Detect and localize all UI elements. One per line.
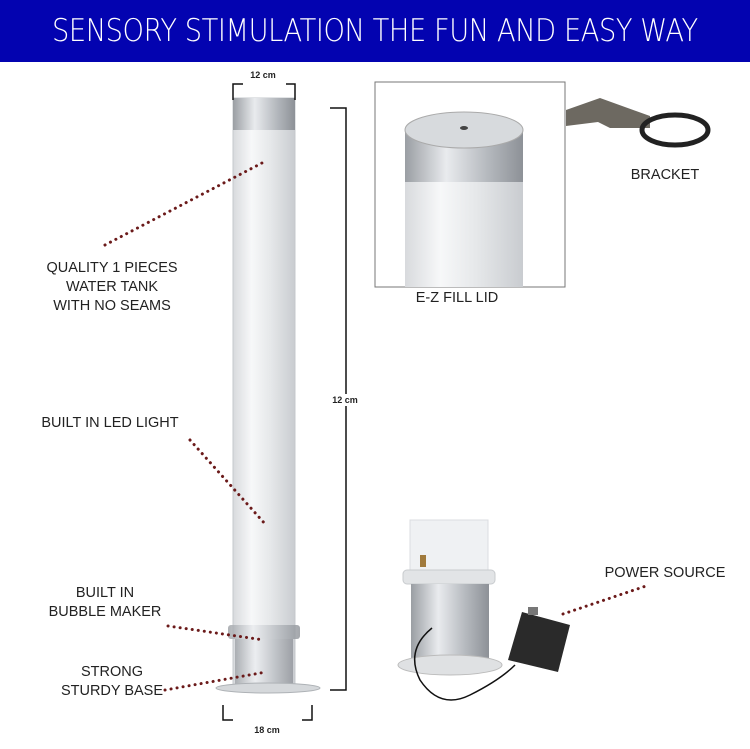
- callout-line: BUBBLE MAKER: [48, 604, 162, 620]
- callout-sturdy-base: STRONG STURDY BASE: [61, 663, 163, 701]
- callout-line: BUILT IN: [75, 585, 135, 601]
- callout-line: STRONG: [80, 664, 144, 680]
- callout-dots: [103, 161, 648, 692]
- callout-line: STURDY BASE: [60, 683, 164, 699]
- bubble-tube: [215, 97, 321, 694]
- bracket-image: [566, 98, 711, 148]
- callout-line: QUALITY 1 PIECES: [46, 260, 178, 276]
- power-adapter: [508, 607, 570, 672]
- callout-bubble-maker: BUILT IN BUBBLE MAKER: [49, 584, 162, 622]
- callout-line: WITH NO SEAMS: [53, 298, 171, 314]
- base-detail: [397, 519, 570, 701]
- callout-led-light: BUILT IN LED LIGHT: [41, 415, 179, 431]
- base-width-label: 18 cm: [254, 725, 280, 735]
- callout-power-source: POWER SOURCE: [604, 565, 726, 581]
- lid-detail: [374, 81, 566, 288]
- callout-lid: E-Z FILL LID: [415, 290, 499, 306]
- page-title: SENSORY STIMULATION THE FUN AND EASY WAY: [52, 13, 698, 49]
- callout-water-tank: QUALITY 1 PIECES WATER TANK WITH NO SEAM…: [46, 259, 177, 316]
- callout-bracket: BRACKET: [630, 167, 700, 183]
- header-banner: SENSORY STIMULATION THE FUN AND EASY WAY: [0, 0, 750, 62]
- top-width-label: 12 cm: [250, 70, 276, 80]
- height-label: 12 cm: [332, 394, 358, 406]
- callout-line: WATER TANK: [65, 279, 159, 295]
